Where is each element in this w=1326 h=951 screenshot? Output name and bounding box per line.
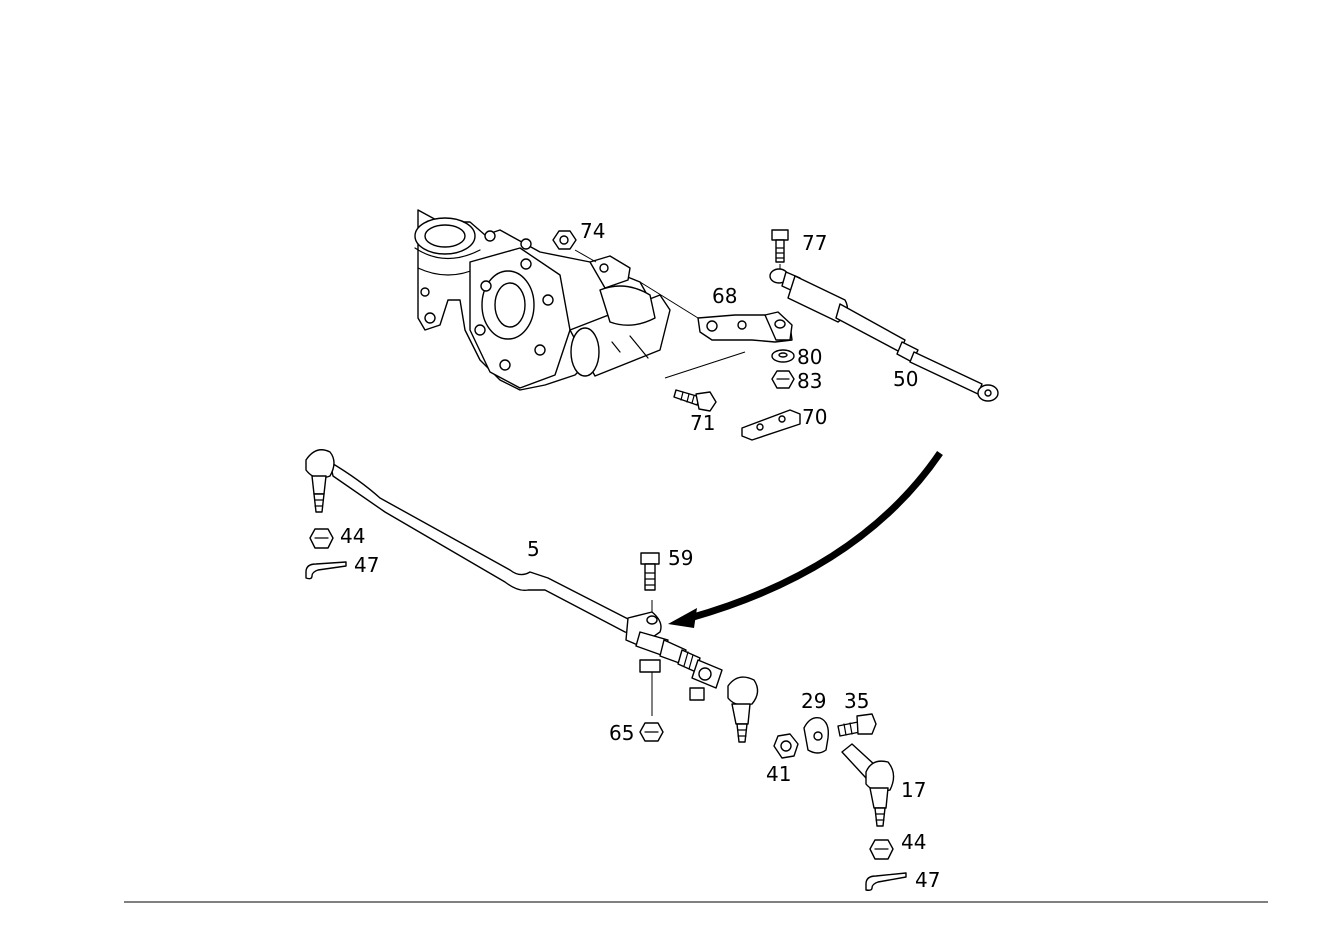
callout-44-left: 44: [340, 524, 365, 548]
callout-80: 80: [797, 345, 822, 369]
cotter-pin-47-right-icon: [865, 872, 907, 891]
callout-65: 65: [609, 721, 634, 745]
bolt-71-icon: [673, 389, 717, 412]
bolt-77-icon: [771, 229, 789, 263]
leader-74: [574, 249, 597, 263]
callout-74: 74: [580, 219, 605, 243]
callout-83: 83: [797, 369, 822, 393]
tie-rod-end-17-icon: [841, 743, 895, 827]
nut-41-icon: [773, 733, 799, 759]
bolt-59-icon: [640, 552, 660, 591]
callout-47-left: 47: [354, 553, 379, 577]
direction-arrow-icon: [668, 451, 943, 628]
nut-65-icon: [639, 722, 664, 742]
steering-damper-50-icon: [769, 264, 999, 402]
axle-housing: [414, 209, 671, 391]
callout-5: 5: [527, 537, 540, 561]
tie-rod-adjuster-icon: [635, 631, 759, 743]
nut-74-icon: [552, 230, 577, 250]
callout-68: 68: [712, 284, 737, 308]
leader-71: [664, 351, 746, 379]
callout-50: 50: [893, 367, 918, 391]
callout-41: 41: [766, 762, 791, 786]
callout-47-right: 47: [915, 868, 940, 892]
washer-80-icon: [771, 349, 795, 363]
cotter-pin-47-left-icon: [305, 561, 347, 580]
bracket-68-icon: [697, 311, 793, 343]
callout-44-right: 44: [901, 830, 926, 854]
callout-29: 29: [801, 689, 826, 713]
clamp-29-icon: [803, 717, 830, 754]
callout-17: 17: [901, 778, 926, 802]
leader-68: [639, 281, 699, 319]
bolt-35-icon: [837, 713, 877, 737]
nut-44-right-icon: [869, 839, 894, 860]
nut-83-icon: [771, 370, 795, 389]
callout-71: 71: [690, 411, 715, 435]
nut-44-left-icon: [309, 528, 334, 549]
callout-59: 59: [668, 546, 693, 570]
callout-70: 70: [802, 405, 827, 429]
callout-35: 35: [844, 689, 869, 713]
plate-70-icon: [741, 409, 801, 441]
callout-77: 77: [802, 231, 827, 255]
